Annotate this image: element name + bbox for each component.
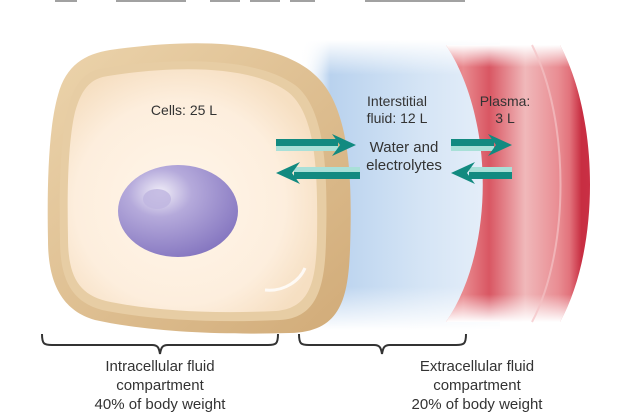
plasma-to-interstitial-arrow xyxy=(451,162,512,184)
extracellular-line3: 20% of body weight xyxy=(411,396,543,413)
exchange-label-line2: electrolytes xyxy=(366,157,442,174)
cell xyxy=(47,43,351,334)
intracellular-line2: compartment xyxy=(116,377,204,394)
interstitial-to-plasma-arrow xyxy=(451,134,512,156)
intracellular-line1: Intracellular fluid xyxy=(105,358,215,375)
cut-off-title xyxy=(55,0,465,2)
cell-to-interstitial-arrow xyxy=(276,134,356,156)
interstitial-label: Interstitial fluid: 12 L xyxy=(352,93,442,127)
blood-vessel xyxy=(446,44,590,323)
plasma-label: Plasma: 3 L xyxy=(470,93,540,127)
exchange-label: Water and electrolytes xyxy=(352,139,456,175)
nucleus xyxy=(118,165,238,257)
intracellular-brace xyxy=(41,333,279,355)
extracellular-brace xyxy=(298,333,467,355)
exchange-label-line1: Water and xyxy=(369,139,439,156)
cell-volume-label: Cells: 25 L xyxy=(150,102,218,118)
intracellular-compartment-label: Intracellular fluid compartment 40% of b… xyxy=(80,357,240,414)
interstitial-to-cell-arrow xyxy=(276,162,360,184)
extracellular-compartment-label: Extracellular fluid compartment 20% of b… xyxy=(392,357,562,414)
nucleolus xyxy=(143,189,171,209)
extracellular-line2: compartment xyxy=(433,377,521,394)
interstitial-label-line2: fluid: 12 L xyxy=(366,109,428,126)
intracellular-line3: 40% of body weight xyxy=(94,396,226,413)
plasma-label-line2: 3 L xyxy=(495,109,515,126)
interstitial-label-line1: Interstitial xyxy=(367,93,427,109)
extracellular-line1: Extracellular fluid xyxy=(419,358,535,375)
plasma-label-line1: Plasma: xyxy=(479,93,531,109)
exchange-arrows xyxy=(276,134,512,184)
